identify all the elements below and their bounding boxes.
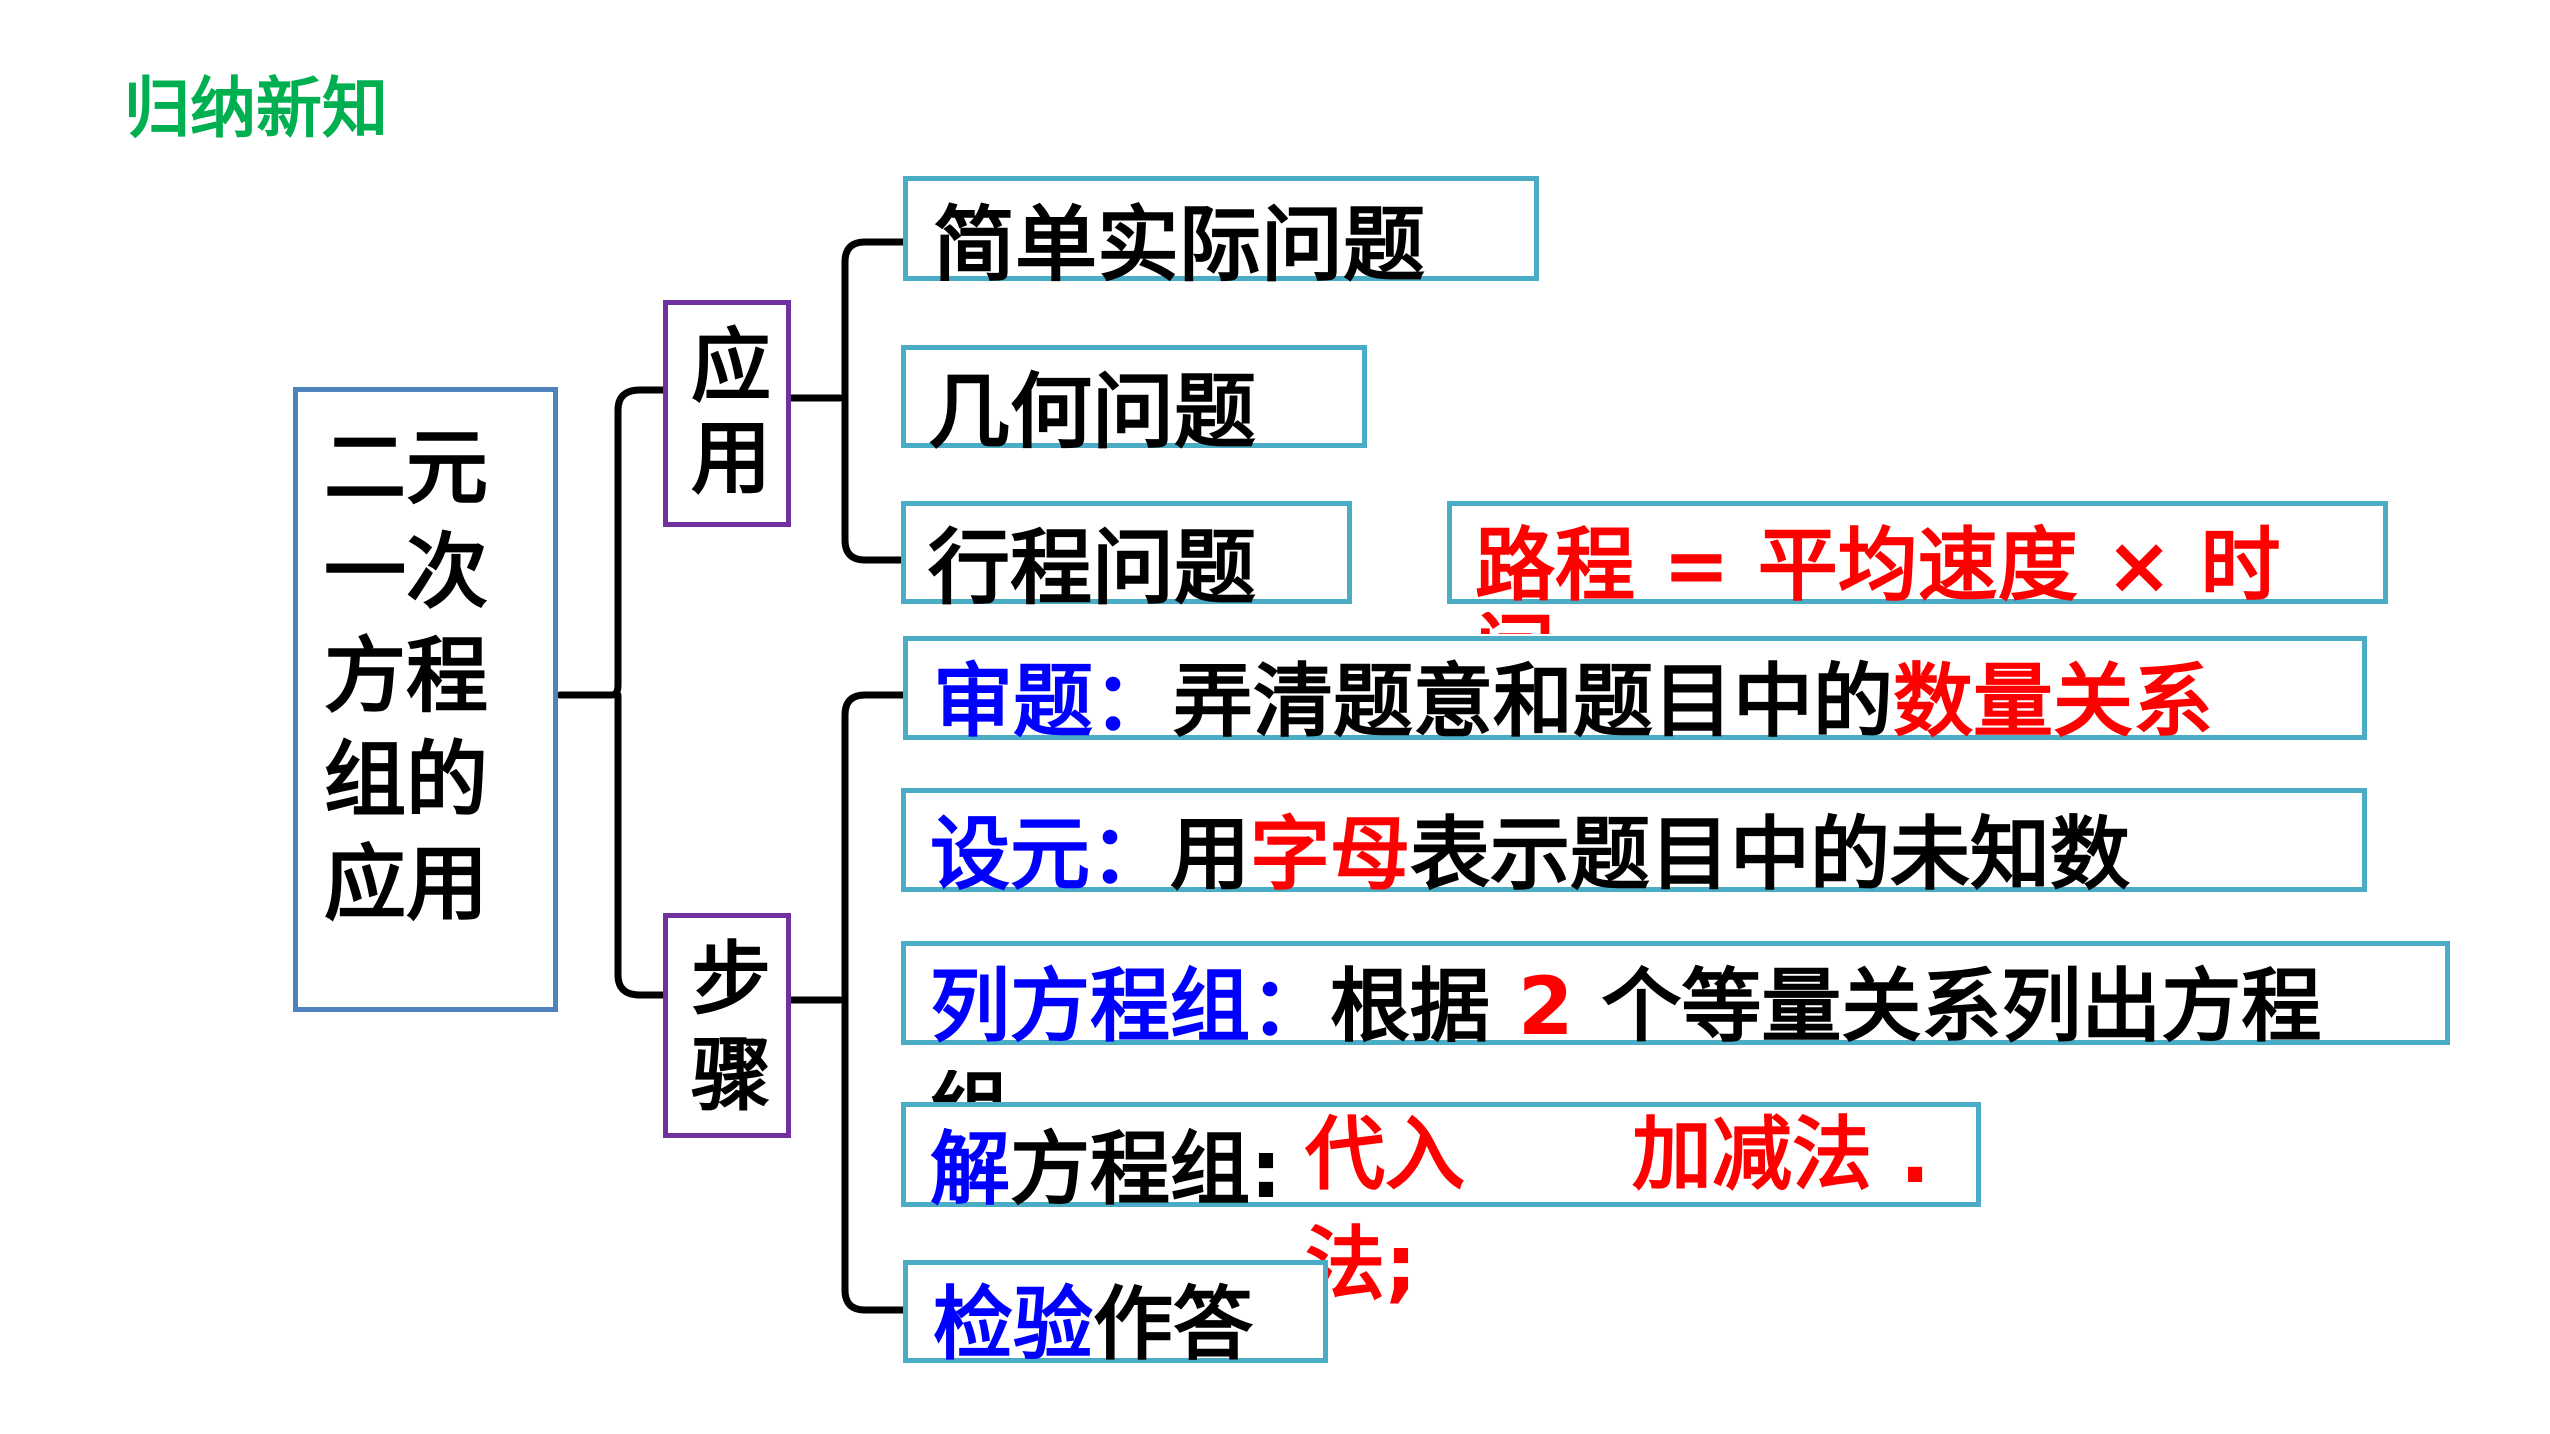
formula-overflow-text: 间 (1475, 612, 1555, 634)
step-list-box (901, 941, 2450, 1045)
step-solve-box (901, 1102, 1981, 1207)
formula-text: 路程 = 平均速度 × 时 (1475, 519, 2281, 612)
step-solve-label: 解 (930, 1123, 1010, 1216)
step-review-highlight: 数量关系 (1893, 655, 2213, 748)
steps-connector (786, 691, 909, 1004)
steps-connector-lower (841, 996, 909, 1314)
root-box: 二元 一次 方程 组的 应用 (293, 387, 558, 1012)
step-list-body-1: 根据 (1330, 960, 1518, 1053)
step-check-box (903, 1260, 1328, 1363)
step-set-highlight: 字母 (1250, 808, 1410, 901)
apply-item-travel (901, 501, 1352, 604)
step-review-body: 弄清题意和题目中的 (1173, 655, 1893, 748)
apply-connector-lower (841, 394, 909, 564)
branch-apply-line-1: 应 (691, 320, 771, 413)
step-set-text: 设元：用字母表示题目中的未知数 (930, 815, 2130, 895)
step-check-body: 作答 (1093, 1278, 1253, 1371)
branch-apply-line-2: 用 (691, 412, 771, 505)
branch-steps-line-1: 步 (691, 933, 771, 1026)
apply-item-geometry-text: 几何问题 (928, 365, 1257, 460)
step-list-text: 列方程组：根据 2 个等量关系列出方程 (930, 967, 2321, 1047)
root-line-4: 组的 (324, 733, 489, 828)
formula-box (1447, 501, 2388, 604)
branch-apply-box: 应 用 (663, 300, 791, 527)
step-list-number: 2 (1517, 960, 1574, 1053)
root-line-1: 二元 (324, 421, 489, 516)
root-connector (556, 386, 672, 699)
apply-connector (786, 238, 909, 402)
root-line-5: 应用 (324, 837, 489, 932)
branch-steps-line-2: 骤 (691, 1029, 771, 1122)
apply-item-simple-text: 简单实际问题 (933, 198, 1426, 293)
apply-item-travel-text: 行程问题 (928, 521, 1257, 616)
page-title: 归纳新知 (124, 70, 388, 147)
step-list-overflow-text: 组 (930, 1070, 1010, 1106)
step-set-label: 设元： (930, 808, 1170, 901)
step-solve-method2: 加减法 . (1632, 1108, 1931, 1201)
step-solve-method1-line1: 代入 (1305, 1108, 1465, 1201)
apply-item-simple (903, 176, 1539, 281)
branch-steps-box: 步 骤 (663, 913, 791, 1138)
step-review-box (903, 636, 2367, 740)
step-review-text: 审题：弄清题意和题目中的数量关系 (933, 662, 2213, 742)
root-line-3: 方程 (324, 629, 489, 724)
step-set-body-1: 用 (1170, 808, 1250, 901)
root-connector-lower (614, 691, 672, 999)
apply-item-geometry (901, 345, 1367, 448)
step-set-body-2: 表示题目中的未知数 (1410, 808, 2130, 901)
step-set-box (901, 788, 2367, 892)
root-line-2: 一次 (324, 525, 489, 620)
step-solve-body: 方程组: (1010, 1123, 1282, 1216)
step-review-label: 审题： (933, 655, 1173, 748)
step-list-body-2: 个等量关系列出方程 (1573, 960, 2322, 1053)
step-solve-text: 解方程组: (930, 1130, 1282, 1210)
step-list-label: 列方程组： (930, 960, 1330, 1053)
step-check-text: 检验作答 (933, 1285, 1253, 1365)
step-check-label: 检验 (933, 1278, 1093, 1371)
